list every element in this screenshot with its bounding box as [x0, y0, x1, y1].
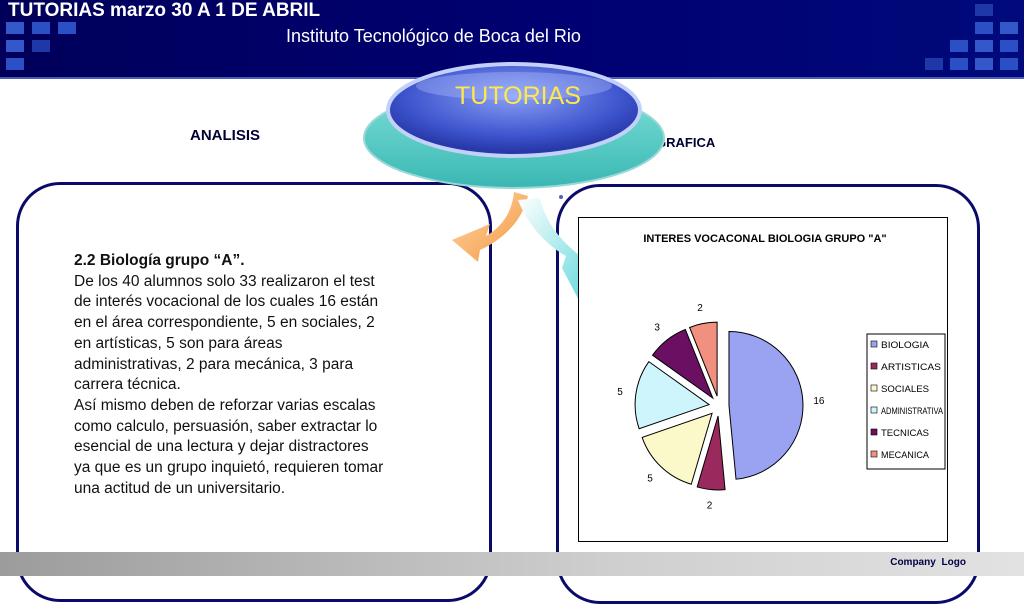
pie-slice-biologia [728, 331, 804, 480]
legend-swatch-administrativa [870, 406, 878, 414]
legend-label-artisticas: ARTISTICAS [881, 362, 941, 372]
decor-square [1000, 22, 1018, 34]
header-bar: TUTORIAS marzo 30 A 1 DE ABRIL Instituto… [0, 0, 1024, 77]
legend: BIOLOGIA ARTISTICAS SOCIALES ADMINISTRATIVA… [866, 333, 946, 470]
decor-square [975, 22, 993, 34]
footer-bar: Company Logo [0, 552, 1024, 576]
pie-label-artisticas: 2 [707, 501, 713, 512]
pie-slice-tecnicas [651, 328, 714, 400]
pie-label-tecnicas: 3 [654, 322, 660, 333]
legend-swatch-sociales [870, 384, 878, 392]
legend-swatch-artisticas [870, 362, 878, 370]
pie-chart: INTERES VOCACONAL BIOLOGIA GRUPO "A" 16 2… [617, 233, 946, 512]
chart-frame: INTERES VOCACONAL BIOLOGIA GRUPO "A" 16 2… [578, 217, 948, 542]
decor-square [975, 40, 993, 52]
analysis-label: ANALISIS [190, 127, 261, 144]
company-logo: Company Logo [890, 557, 966, 568]
header-divider [0, 77, 1024, 79]
pie-slice-sociales [641, 412, 713, 485]
decor-square [950, 58, 968, 70]
legend-swatch-mecanica [870, 450, 878, 458]
pie-slice-administrativa [634, 360, 711, 430]
decor-square [32, 40, 50, 52]
decor-square [58, 22, 76, 34]
decor-square [1000, 40, 1018, 52]
pie-slice-artisticas [696, 415, 726, 491]
legend-label-tecnicas: TECNICAS [881, 428, 929, 438]
chart-label: GRAFICA [656, 135, 716, 150]
legend-label-administrativa: ADMINISTRATIVA [881, 406, 943, 416]
pie-label-sociales: 5 [647, 473, 653, 484]
bullet-dot [559, 195, 563, 199]
legend-label-mecanica: MECANICA [881, 450, 929, 460]
header-title: TUTORIAS marzo 30 A 1 DE ABRIL [8, 0, 321, 21]
pie-slice-mecanica [688, 321, 718, 397]
analysis-paragraph-1: De los 40 alumnos solo 33 realizaron el … [74, 272, 379, 394]
analysis-text: 2.2 Biología grupo “A”. De los 40 alumno… [74, 251, 384, 499]
decor-square [6, 40, 24, 52]
legend-label-sociales: SOCIALES [881, 384, 929, 394]
pie-slices [634, 321, 804, 491]
badge-label: TUTORIAS [455, 82, 581, 110]
legend-box [866, 333, 946, 470]
decor-square [6, 58, 24, 70]
legend-label-biologia: BIOLOGIA [881, 340, 929, 350]
pie-labels: 16 2 5 5 3 2 [617, 303, 825, 512]
analysis-panel [16, 182, 492, 602]
decor-square [1000, 58, 1018, 70]
decor-square [6, 22, 24, 34]
legend-swatch-biologia [870, 340, 878, 348]
decor-square [32, 22, 50, 34]
pie-label-biologia: 16 [813, 396, 825, 407]
decor-square [975, 58, 993, 70]
analysis-heading: 2.2 Biología grupo “A”. [74, 252, 245, 269]
header-subtitle: Instituto Tecnológico de Boca del Rio [286, 26, 581, 46]
legend-swatch-tecnicas [870, 428, 878, 436]
decor-square [975, 4, 993, 16]
analysis-paragraph-2: Así mismo deben de reforzar varias escal… [74, 396, 384, 497]
decor-square [950, 40, 968, 52]
pie-label-mecanica: 2 [697, 303, 703, 314]
chart-title: INTERES VOCACONAL BIOLOGIA GRUPO "A" [643, 233, 886, 245]
decor-square [925, 58, 943, 70]
pie-label-administrativa: 5 [617, 387, 623, 398]
